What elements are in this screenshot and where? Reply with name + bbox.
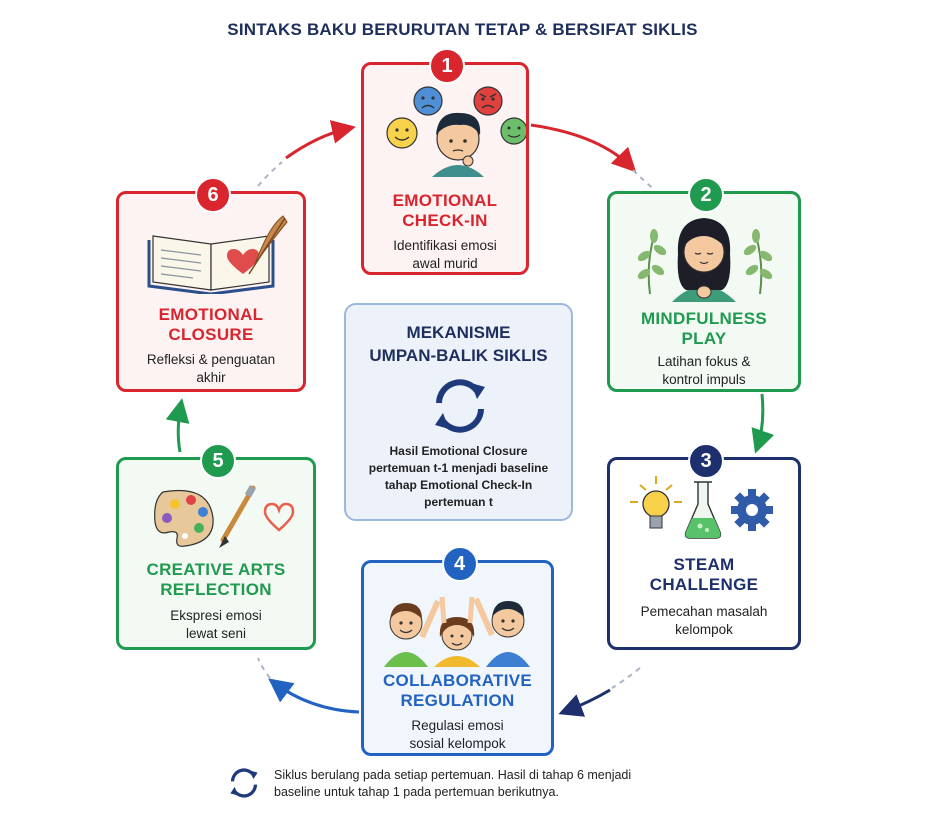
step-number-badge: 3 bbox=[688, 443, 724, 479]
cycle-arrows-icon bbox=[435, 379, 485, 433]
step-desc-line1: Identifikasi emosi bbox=[393, 238, 497, 253]
step-desc-line2: akhir bbox=[196, 370, 226, 385]
step-card-creative-arts-reflection: 5 CREATIVE ARTS REFLECTION Ekspresi emos… bbox=[116, 443, 316, 650]
step-desc-line2: kelompok bbox=[675, 622, 733, 637]
thinking-child-icon bbox=[432, 112, 484, 177]
cycle-arrows-icon bbox=[230, 768, 258, 798]
child-left-icon bbox=[384, 599, 441, 667]
step-number-badge: 6 bbox=[195, 177, 231, 213]
arrow-3-to-4-dashed bbox=[611, 667, 641, 689]
happy-face-icon bbox=[386, 117, 418, 149]
arrow-5-to-6 bbox=[165, 398, 190, 453]
footer-note: Siklus berulang pada setiap pertemuan. H… bbox=[226, 763, 786, 803]
palette-icon bbox=[154, 489, 214, 547]
mechanism-title-line2: UMPAN-BALIK SIKLIS bbox=[369, 346, 548, 365]
step-desc-line2: sosial kelompok bbox=[409, 736, 506, 751]
lightbulb-icon bbox=[630, 476, 682, 529]
child-with-emotion-faces-icon bbox=[386, 86, 526, 177]
lightbulb-flask-gear-icon bbox=[630, 476, 773, 539]
step-desc-line2: awal murid bbox=[412, 256, 478, 271]
child-right-icon bbox=[473, 597, 530, 667]
arrow-4-to-5 bbox=[268, 678, 360, 714]
step-title-line2: CLOSURE bbox=[168, 325, 254, 344]
mechanism-desc-line1: Hasil Emotional Closure bbox=[389, 444, 528, 458]
step-number-badge: 1 bbox=[429, 48, 465, 84]
step-title-line1: EMOTIONAL bbox=[392, 191, 498, 210]
diagram-title: SINTAKS BAKU BERURUTAN TETAP & BERSIFAT … bbox=[227, 20, 698, 39]
footer-line2: baseline untuk tahap 1 pada pertemuan be… bbox=[274, 785, 559, 799]
step-card-emotional-closure: 6 EMOTIONAL CLOSURE Refleksi & penguatan… bbox=[116, 177, 306, 392]
arrow-3-to-4 bbox=[558, 688, 611, 717]
gear-icon bbox=[731, 489, 773, 531]
calm-face-icon bbox=[500, 117, 526, 145]
mechanism-desc-line3: tahap Emotional Check-In bbox=[384, 478, 533, 492]
children-high-five-icon bbox=[384, 596, 530, 667]
step-card-steam-challenge: 3 STEAM CHALLENGE Pemecahan masalah bbox=[607, 443, 801, 650]
sad-face-icon bbox=[413, 86, 443, 116]
step-card-mindfulness-play: 2 MINDFULNESS PLAY Latihan fokus & kontr… bbox=[607, 177, 801, 392]
step-desc-line2: kontrol impuls bbox=[662, 372, 746, 387]
arrow-2-to-3 bbox=[751, 393, 775, 454]
open-book-icon bbox=[147, 235, 275, 294]
step-number-badge: 4 bbox=[441, 546, 478, 582]
step-title-line2: REGULATION bbox=[400, 691, 515, 710]
open-book-quill-icon bbox=[147, 215, 288, 294]
angry-face-icon bbox=[473, 86, 503, 116]
step-desc-line1: Refleksi & penguatan bbox=[146, 352, 276, 367]
arrow-1-to-2 bbox=[530, 123, 637, 173]
arrow-1-to-2-dashed bbox=[632, 169, 656, 191]
step-title-line1: CREATIVE ARTS bbox=[146, 560, 286, 579]
step-title-line2: PLAY bbox=[681, 329, 727, 348]
step-desc-line1: Regulasi emosi bbox=[411, 718, 504, 733]
step-title-line2: CHALLENGE bbox=[649, 575, 759, 594]
step-title-line1: COLLABORATIVE bbox=[382, 671, 533, 690]
step-number-badge: 2 bbox=[688, 177, 724, 213]
step-desc-line2: lewat seni bbox=[185, 626, 247, 641]
arrow-6-to-1-dashed bbox=[257, 161, 283, 187]
palette-brush-heart-icon bbox=[154, 485, 295, 548]
mechanism-desc-line4: pertemuan t bbox=[424, 495, 493, 509]
mechanism-desc-line2: pertemuan t-1 menjadi baseline bbox=[368, 461, 549, 475]
step-title-line2: REFLECTION bbox=[160, 580, 272, 599]
step-card-collaborative-regulation: 4 COLLABORATIVE REGULATION bbox=[361, 546, 554, 756]
quill-icon bbox=[248, 215, 288, 275]
leaf-branch-icon bbox=[637, 229, 667, 295]
step-desc-line1: Ekspresi emosi bbox=[170, 608, 262, 623]
paintbrush-icon bbox=[219, 485, 256, 548]
step-card-emotional-check-in: 1 EMOTIONAL CHECK-IN Identifikasi emosi … bbox=[361, 48, 529, 275]
flask-icon bbox=[684, 481, 722, 539]
mechanism-title-line1: MEKANISME bbox=[406, 323, 511, 342]
step-title-line1: EMOTIONAL bbox=[158, 305, 264, 324]
step-number-badge: 5 bbox=[200, 443, 236, 479]
leaf-branch-icon bbox=[743, 229, 773, 295]
step-title-line1: MINDFULNESS bbox=[640, 309, 768, 328]
step-desc-line1: Pemecahan masalah bbox=[640, 604, 768, 619]
step-desc-line1: Latihan fokus & bbox=[657, 354, 751, 369]
step-title-line2: CHECK-IN bbox=[402, 211, 488, 230]
feedback-mechanism-box: MEKANISME UMPAN-BALIK SIKLIS Hasil Emoti… bbox=[344, 303, 573, 521]
child-middle-icon bbox=[434, 596, 480, 667]
meditating-girl-icon bbox=[637, 218, 773, 302]
arrow-6-to-1 bbox=[285, 120, 356, 160]
footer-line1: Siklus berulang pada setiap pertemuan. H… bbox=[274, 768, 632, 782]
heart-icon bbox=[263, 502, 295, 532]
step-title-line1: STEAM bbox=[673, 555, 735, 574]
arrow-4-to-5-dashed bbox=[257, 657, 271, 679]
